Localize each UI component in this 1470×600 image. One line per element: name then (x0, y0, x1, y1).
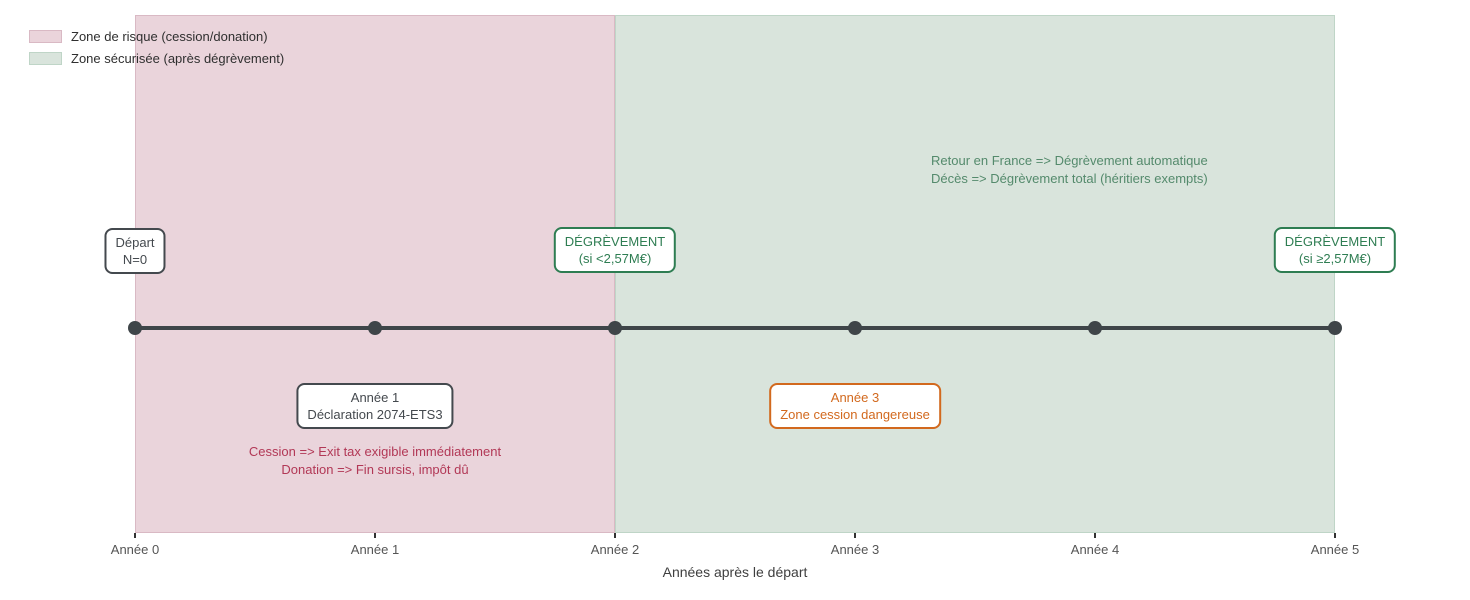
x-tick-year0 (134, 533, 136, 538)
safe-zone-swatch-icon (29, 52, 62, 65)
x-tick-label-year2: Année 2 (590, 542, 640, 557)
event-degrevement-year2-line2: (si <2,57M€) (578, 251, 652, 266)
timeline-dot-year3 (848, 321, 862, 335)
x-tick-year5 (1334, 533, 1336, 538)
timeline-dot-year1 (368, 321, 382, 335)
x-tick-year2 (614, 533, 616, 538)
safe-zone-note-line1: Retour en France => Dégrèvement automati… (931, 153, 1208, 168)
x-tick-year4 (1094, 533, 1096, 538)
event-year3-line1: Année 3 (830, 390, 880, 405)
legend-item-safe: Zone sécurisée (après dégrèvement) (29, 51, 284, 66)
safe-zone-note: Retour en France => Dégrèvement automati… (931, 152, 1208, 187)
event-box-degrevement-year2: DÉGRÈVEMENT (si <2,57M€) (553, 227, 677, 273)
event-box-year1: Année 1 Déclaration 2074-ETS3 (296, 383, 454, 429)
event-year1-line1: Année 1 (350, 390, 400, 405)
timeline-dot-year5 (1328, 321, 1342, 335)
timeline-dot-year0 (128, 321, 142, 335)
x-tick-year1 (374, 533, 376, 538)
legend-item-risk: Zone de risque (cession/donation) (29, 29, 284, 44)
timeline-dot-year2 (608, 321, 622, 335)
risk-zone-note-line2: Donation => Fin sursis, impôt dû (281, 461, 469, 477)
event-year1-line2: Déclaration 2074-ETS3 (307, 407, 443, 422)
legend: Zone de risque (cession/donation) Zone s… (29, 29, 284, 73)
risk-zone-note-line1: Cession => Exit tax exigible immédiateme… (248, 444, 502, 459)
risk-zone-swatch-icon (29, 30, 62, 43)
event-degrevement-year5-line2: (si ≥2,57M€) (1298, 251, 1372, 266)
timeline-line (135, 326, 1335, 330)
event-degrevement-year5-line1: DÉGRÈVEMENT (1284, 234, 1386, 249)
event-box-degrevement-year5: DÉGRÈVEMENT (si ≥2,57M€) (1273, 227, 1397, 273)
x-tick-label-year5: Année 5 (1310, 542, 1360, 557)
x-tick-label-year0: Année 0 (110, 542, 160, 557)
timeline-dot-year4 (1088, 321, 1102, 335)
event-depart-line2: N=0 (122, 252, 148, 267)
x-tick-label-year1: Année 1 (350, 542, 400, 557)
event-depart-line1: Départ (115, 235, 155, 250)
legend-label-safe: Zone sécurisée (après dégrèvement) (71, 51, 285, 66)
risk-zone-area (135, 15, 615, 533)
safe-zone-note-line2: Décès => Dégrèvement total (héritiers ex… (931, 170, 1208, 186)
risk-zone-note: Cession => Exit tax exigible immédiateme… (249, 443, 501, 478)
x-tick-year3 (854, 533, 856, 538)
safe-zone-area (615, 15, 1335, 533)
x-tick-label-year3: Année 3 (830, 542, 880, 557)
event-box-year3: Année 3 Zone cession dangereuse (769, 383, 941, 429)
event-box-depart: Départ N=0 (104, 228, 166, 274)
event-degrevement-year2-line1: DÉGRÈVEMENT (564, 234, 666, 249)
x-tick-label-year4: Année 4 (1070, 542, 1120, 557)
legend-label-risk: Zone de risque (cession/donation) (71, 29, 268, 44)
event-year3-line2: Zone cession dangereuse (780, 407, 930, 422)
x-axis-label: Années après le départ (662, 564, 808, 580)
